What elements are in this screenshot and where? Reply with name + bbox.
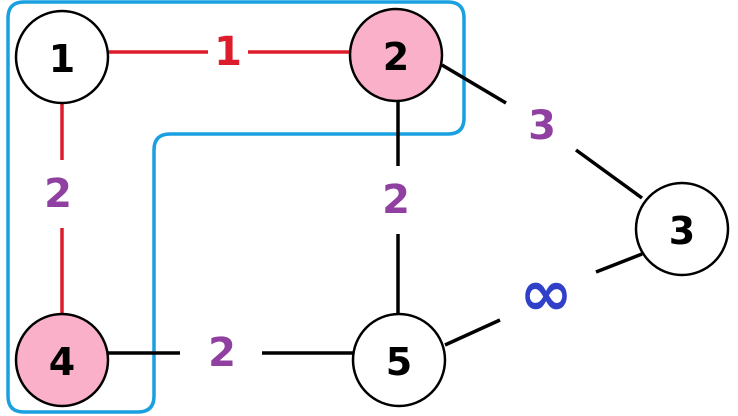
node-circle-3 <box>634 181 730 277</box>
node-label-5: 5 <box>386 340 412 384</box>
node-label-1: 1 <box>49 37 75 81</box>
node-circle-5 <box>351 312 447 408</box>
highlight-region-outline <box>6 0 466 414</box>
edge-weight-4-5: 2 <box>208 330 236 376</box>
node-label-3: 3 <box>669 209 695 253</box>
edge-2-3 <box>441 63 644 200</box>
node-1: 1 <box>14 9 110 105</box>
edge-line-5-3 <box>444 318 501 347</box>
edge-weight-2-5: 2 <box>382 177 410 223</box>
node-4: 4 <box>14 312 110 408</box>
node-circle-4 <box>14 312 110 408</box>
edge-line-2-3 <box>574 148 644 200</box>
node-label-2: 2 <box>383 35 409 79</box>
node-3: 3 <box>634 181 730 277</box>
edge-line-2-3 <box>441 63 507 105</box>
edge-weight-1-2: 1 <box>214 29 242 75</box>
edge-weight-2-3: 3 <box>528 103 556 149</box>
node-label-4: 4 <box>49 340 75 384</box>
edge-weight-5-3: ∞ <box>519 257 572 331</box>
node-2: 2 <box>348 7 444 103</box>
edge-5-3 <box>444 252 643 347</box>
edge-weight-1-4: 2 <box>44 171 72 217</box>
nodes-layer: 1 2 3 4 5 <box>14 7 730 408</box>
edges-layer <box>60 50 644 355</box>
edge-line-5-3 <box>595 252 643 274</box>
node-5: 5 <box>351 312 447 408</box>
edge-labels-layer: 1 2 3 2 2 ∞ <box>44 29 573 376</box>
node-circle-1 <box>14 9 110 105</box>
node-circle-2 <box>348 7 444 103</box>
